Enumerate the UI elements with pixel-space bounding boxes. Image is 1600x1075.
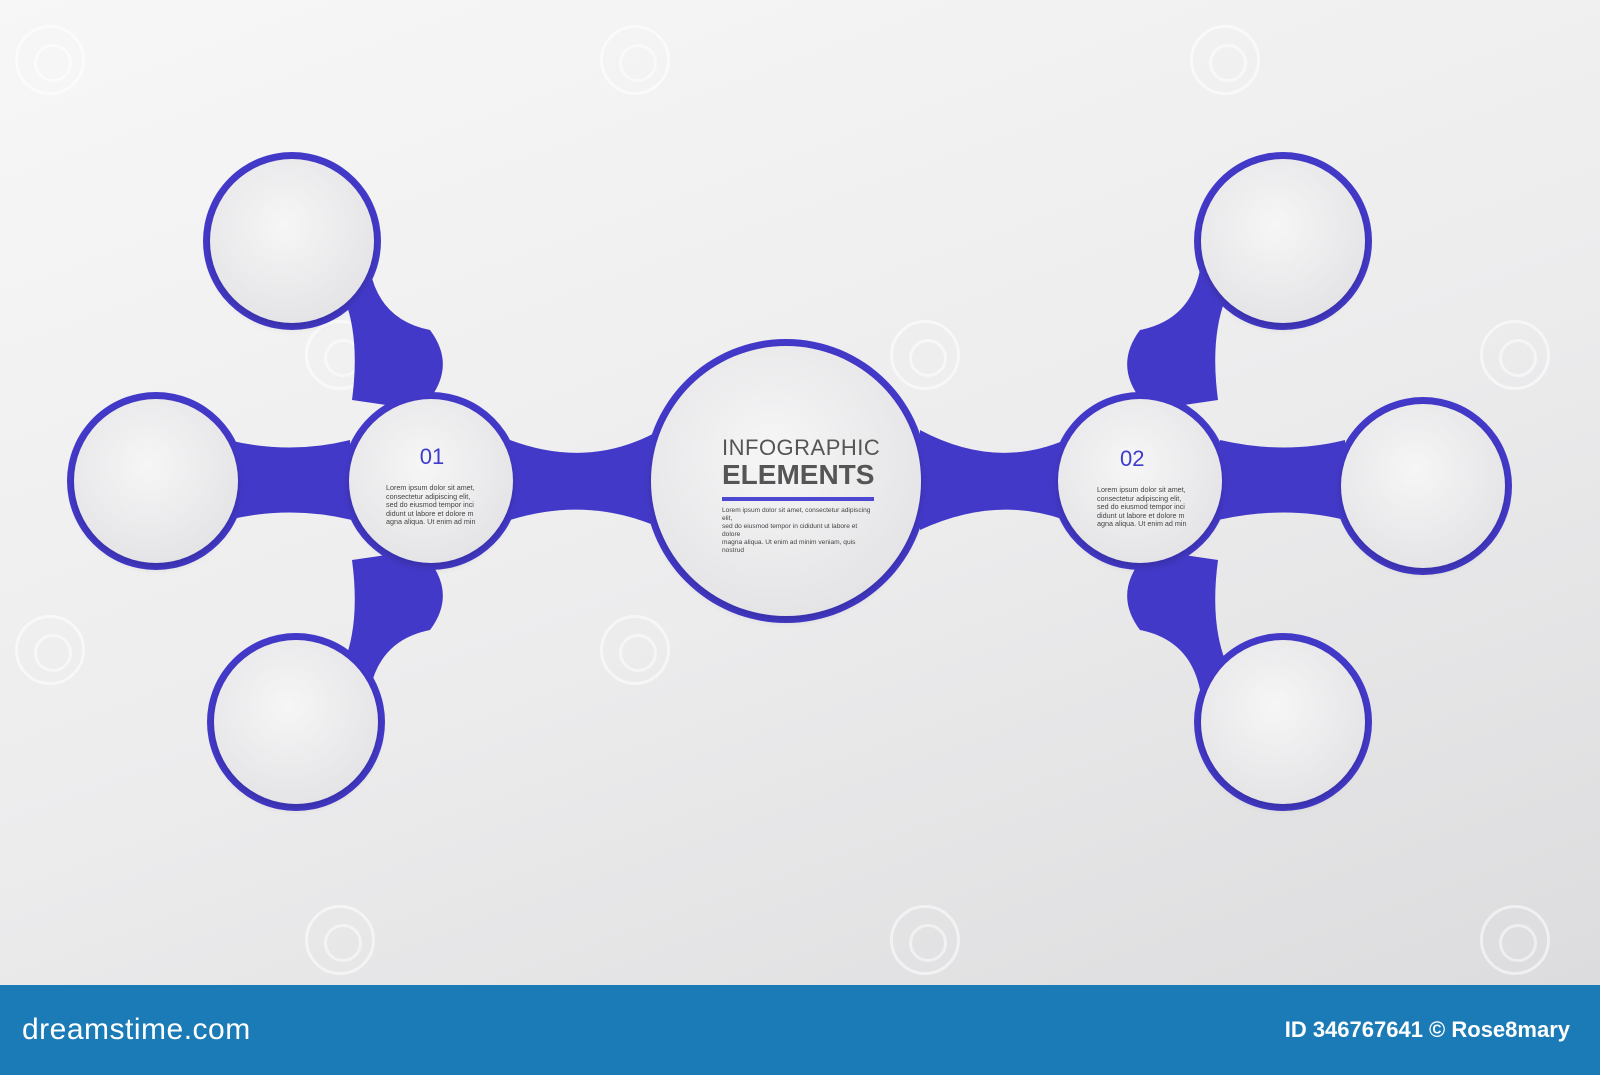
center-label: INFOGRAPHIC ELEMENTS Lorem ipsum dolor s… [722, 435, 881, 555]
bridge-top-left [345, 270, 443, 410]
watermark-swirl-icon [15, 25, 85, 95]
node-center [651, 346, 921, 616]
watermark-swirl-icon [1480, 320, 1550, 390]
center-title-line2: ELEMENTS [722, 459, 875, 490]
metaball-diagram [67, 152, 1512, 811]
bridge-top-right [1127, 270, 1225, 410]
center-body: Lorem ipsum dolor sit amet, consectetur … [722, 507, 871, 554]
step-01-label: 01 Lorem ipsum dolor sit amet, consectet… [386, 444, 478, 527]
node-02 [1058, 399, 1222, 563]
watermark-swirl-icon [600, 615, 670, 685]
step-01-body: Lorem ipsum dolor sit amet, consectetur … [386, 483, 476, 526]
footer-id-text: ID 346767641 © Rose8mary [1284, 1017, 1570, 1042]
node-top-right [1201, 159, 1365, 323]
bridge-center-02 [920, 430, 1065, 530]
center-title-underline [722, 497, 874, 501]
node-01 [349, 399, 513, 563]
node-faces [74, 159, 1505, 804]
step-02-body: Lorem ipsum dolor sit amet, consectetur … [1097, 485, 1187, 528]
step-01-number: 01 [419, 444, 445, 469]
watermark-swirl-icon [305, 905, 375, 975]
node-bottom-left [214, 640, 378, 804]
watermark-swirl-icon [15, 615, 85, 685]
watermark-swirl-icon [600, 25, 670, 95]
watermark-footer-bar: dreamstime.com ID 346767641 © Rose8mary [0, 985, 1600, 1075]
canvas-background: 01 Lorem ipsum dolor sit amet, consectet… [0, 0, 1600, 985]
watermark-swirl-icon [890, 905, 960, 975]
watermark-swirl-icon [1190, 25, 1260, 95]
node-left [74, 399, 238, 563]
node-top-left [210, 159, 374, 323]
bridge-left [228, 440, 352, 520]
node-bottom-right [1201, 640, 1365, 804]
center-title-line1: INFOGRAPHIC [722, 435, 881, 460]
bridge-bottom-right [1127, 550, 1225, 690]
bridge-right [1218, 440, 1345, 520]
footer-brand-text: dreamstime.com [22, 1013, 251, 1046]
node-right [1341, 404, 1505, 568]
bridge-01-center [510, 430, 665, 530]
step-02-number: 02 [1120, 446, 1145, 471]
bridge-bottom-left [345, 550, 443, 690]
connector-bridges [228, 270, 1345, 690]
step-02-label: 02 Lorem ipsum dolor sit amet, consectet… [1097, 446, 1189, 529]
watermark-swirl-icon [1480, 905, 1550, 975]
watermark-swirl-icon [890, 320, 960, 390]
